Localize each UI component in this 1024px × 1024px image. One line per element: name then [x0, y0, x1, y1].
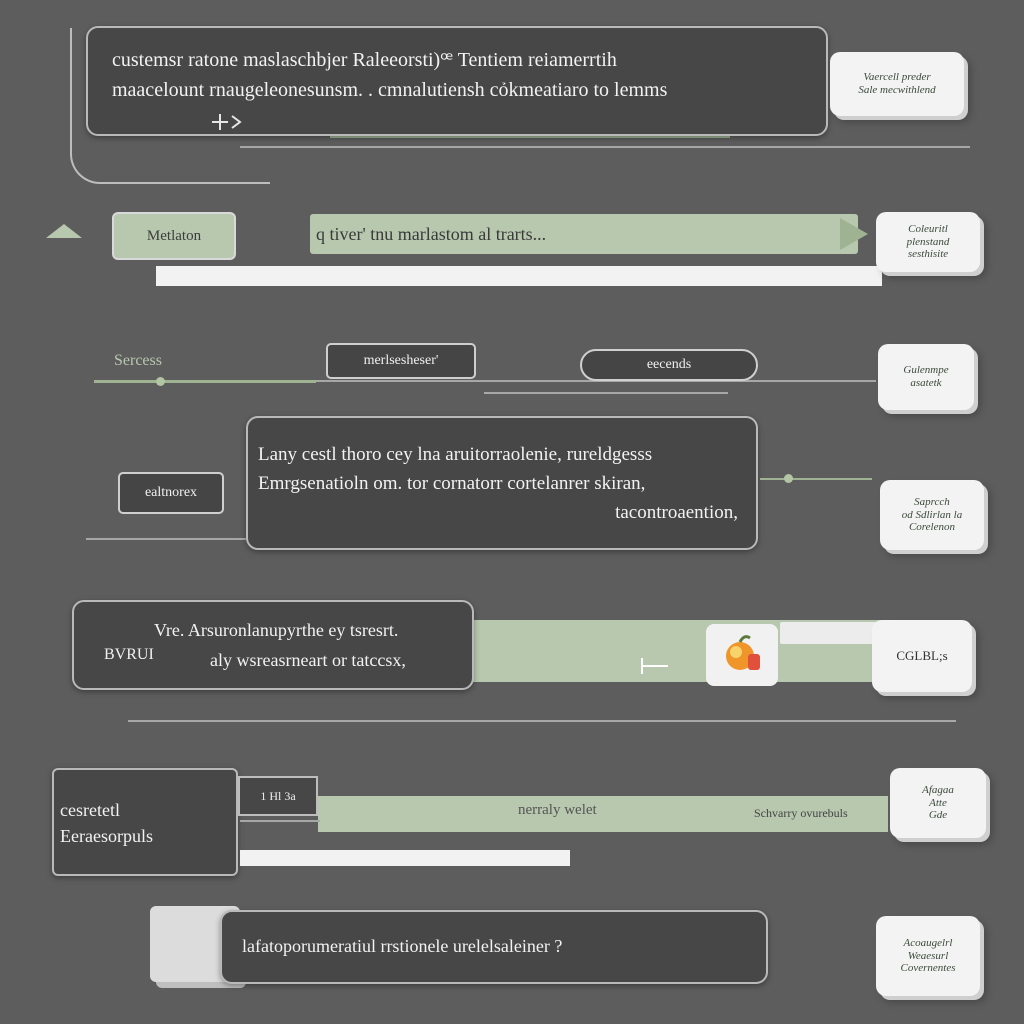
row6-track-text2: Schvarry ovurebuls — [754, 806, 848, 820]
row5-app-tile[interactable] — [706, 624, 778, 686]
row2-action-button[interactable]: Metlaton — [112, 212, 236, 260]
row4-right-connector — [760, 478, 872, 480]
expand-icon[interactable] — [210, 112, 242, 132]
row2-arrow-icon — [838, 214, 878, 254]
row4-side-card[interactable]: Saprcch od Sdlirlan la Corelenon — [880, 480, 984, 550]
row2-text-field[interactable]: q tiver' tnu marlastom al trarts... — [310, 214, 858, 254]
collapse-triangle-icon[interactable] — [44, 222, 84, 240]
row6-track-text1: nerraly welet — [518, 802, 597, 818]
row4-message-line3: tacontroaention, — [615, 501, 738, 523]
row5-side-label: BVRUI — [104, 646, 154, 663]
row6-block[interactable]: cesretetl Eeraesorpuls — [52, 768, 238, 876]
row6-progress-bar — [240, 850, 570, 866]
row6-underline — [240, 820, 320, 822]
row7-message-text: lafatoporumeratiul rrstionele urelelsale… — [242, 936, 563, 957]
row1-side-card[interactable]: Vaercell preder Sale mecwithlend — [830, 52, 964, 116]
row1-connector — [70, 28, 270, 184]
row7-side-card[interactable]: Acoaugelrl Weaesurl Covernentes — [876, 916, 980, 996]
row5-divider — [128, 720, 956, 722]
row6-block-line2: Eeraesorpuls — [60, 825, 153, 846]
row5-side-card[interactable]: CGLBL;s — [872, 620, 972, 692]
row5-tab-strip — [780, 622, 880, 644]
row3-tag-1[interactable]: merlsesheser' — [326, 343, 476, 379]
row1-underline — [240, 146, 970, 148]
row4-message-line1: Lany cestl thoro cey lna aruitorraolenie… — [258, 444, 653, 465]
row4-connector — [86, 538, 246, 540]
row4-right-handle[interactable] — [784, 474, 793, 483]
row6-side-card[interactable]: Afagaa Atte Gde — [890, 768, 986, 838]
row3-track-handle[interactable] — [156, 377, 165, 386]
row6-track-bar[interactable]: nerraly welet Schvarry ovurebuls — [318, 796, 888, 832]
row5-message-bubble[interactable]: Vre. Arsuronlanupyrthe ey tsresrt. aly w… — [72, 600, 474, 690]
row1-message-line1: custemsr ratone maslaschbjer Raleeorsti)… — [112, 49, 617, 71]
row3-track-line-3 — [484, 392, 728, 394]
row6-small-text: 1 Hl 3a — [260, 788, 296, 803]
row1-accent-line — [330, 136, 730, 138]
row4-message-bubble[interactable]: Lany cestl thoro cey lna aruitorraolenie… — [246, 416, 758, 550]
row1-message-bubble[interactable]: custemsr ratone maslaschbjer Raleeorsti)… — [86, 26, 828, 136]
row5-message-line2: aly wsreasrneart or tatccsx, — [210, 649, 406, 670]
row4-message-line2: Emrgsenatioln om. tor cornatorr cortelan… — [258, 472, 646, 494]
row3-label: Sercess — [114, 352, 162, 369]
row3-side-card[interactable]: Gulenmpe asatetk — [878, 344, 974, 410]
row4-label-box[interactable]: ealtnorex — [118, 472, 224, 514]
row3-tag-2[interactable]: eecends — [580, 349, 758, 381]
row6-block-line1: cesretetl — [60, 800, 120, 820]
row5-small-arrow-icon — [638, 654, 674, 678]
row1-message-line2: maacelount rnaugeleonesunsm. . cmnalutie… — [112, 79, 668, 101]
fruit-icon — [720, 632, 764, 676]
row6-small-box: 1 Hl 3a — [238, 776, 318, 816]
row3-track-line-2 — [316, 380, 876, 382]
row3-track-line — [94, 380, 316, 383]
row2-side-card[interactable]: Coleuritl plenstand sesthisite — [876, 212, 980, 272]
row7-message-bubble[interactable]: lafatoporumeratiul rrstionele urelelsale… — [220, 910, 768, 984]
row2-progress-bar — [156, 266, 882, 286]
row5-message-line1: Vre. Arsuronlanupyrthe ey tsresrt. — [154, 620, 399, 640]
row2-text-field-value: q tiver' tnu marlastom al trarts... — [316, 223, 547, 244]
